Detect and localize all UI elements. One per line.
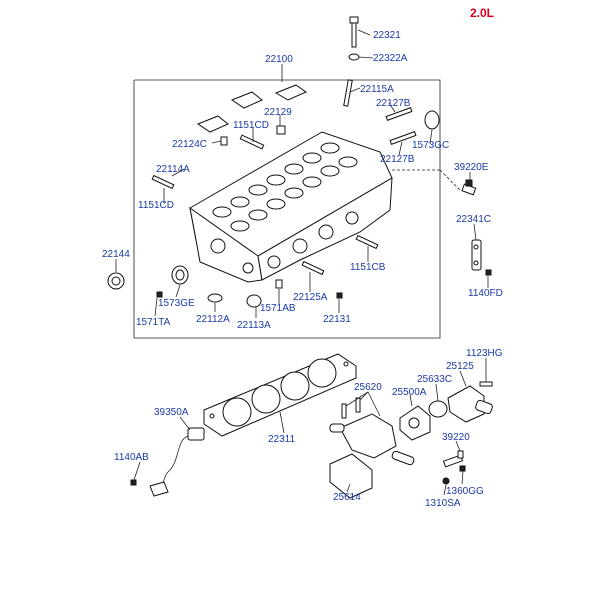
callout-22144: 22144 — [102, 249, 130, 260]
callout-22322a: 22322A — [373, 53, 408, 64]
callout-22112a: 22112A — [196, 314, 230, 325]
callout-22321: 22321 — [373, 30, 401, 41]
callout-25125: 25125 — [446, 361, 474, 372]
callout-25633c: 25633C — [417, 374, 452, 385]
bolt-22131 — [336, 292, 343, 299]
callout-1360gg: 1360GG — [446, 486, 484, 497]
callout-1151cb: 1151CB — [350, 262, 386, 273]
callout-1571ab: 1571AB — [260, 303, 296, 314]
callout-22100: 22100 — [265, 54, 293, 65]
hanger-bolt — [485, 269, 492, 276]
seal-22113a — [246, 294, 262, 308]
callout-25500a: 25500A — [392, 387, 427, 398]
callout-1151cd-lower: 1151CD — [138, 200, 174, 211]
seal-22112a — [207, 293, 223, 303]
callout-1573gc: 1573GC — [412, 140, 449, 151]
callout-1310sa: 1310SA — [425, 498, 461, 509]
callout-1571ta: 1571TA — [136, 317, 171, 328]
coolant-temp-sensor — [442, 450, 464, 468]
callout-1151cd-upper: 1151CD — [233, 120, 269, 131]
bolt-1123hg — [479, 381, 493, 387]
callout-22127b-lower: 22127B — [380, 154, 415, 165]
cylinder-head — [189, 131, 393, 283]
bolt-washer — [348, 53, 360, 61]
expansion-plug — [424, 110, 440, 130]
callout-labels: 22321 22322A 22100 22115A 22127B 22129 1… — [102, 30, 503, 509]
small-nut — [156, 291, 163, 298]
engine-variant-title: 2.0L — [470, 6, 494, 20]
callout-1140fd: 1140FD — [468, 288, 503, 299]
thermostat-housing — [399, 405, 431, 441]
sealing-washer — [442, 477, 450, 485]
callout-22127b-upper: 22127B — [376, 98, 411, 109]
callout-1140ab: 1140AB — [114, 452, 149, 463]
callout-22114a: 22114A — [156, 164, 190, 175]
callout-22125a: 22125A — [293, 292, 328, 303]
callout-39220: 39220 — [442, 432, 470, 443]
callout-22129: 22129 — [264, 107, 292, 118]
bushing — [276, 125, 286, 135]
sensor-bolt — [130, 479, 137, 486]
callout-22311: 22311 — [268, 434, 296, 445]
outlet-gasket — [329, 453, 373, 499]
assembly-outline — [133, 79, 441, 339]
callout-39220e: 39220E — [454, 162, 489, 173]
dowel-pins — [151, 79, 417, 276]
cam-bearing-caps — [196, 84, 308, 133]
cam-position-sensor — [149, 427, 205, 497]
callout-1573ge: 1573GE — [158, 298, 195, 309]
engine-hanger — [471, 239, 482, 271]
water-inlet-fitting — [447, 385, 493, 423]
callout-25614: 25614 — [333, 492, 361, 503]
head-bolt — [349, 16, 359, 48]
callout-39350a: 39350A — [154, 407, 189, 418]
leader-lines — [115, 29, 489, 496]
small-bolt-1360gg — [459, 465, 466, 472]
head-gasket — [203, 353, 357, 437]
callout-22124c: 22124C — [172, 139, 207, 150]
temp-sensor — [461, 179, 477, 196]
callout-1123hg: 1123HG — [466, 348, 503, 359]
callout-25620: 25620 — [354, 382, 382, 393]
callout-22341c: 22341C — [456, 214, 491, 225]
thermostat-gasket — [428, 400, 448, 418]
callout-22131: 22131 — [323, 314, 351, 325]
water-outlet-fitting — [329, 397, 415, 466]
plug-1571ab — [275, 279, 283, 289]
callout-22113a: 22113A — [237, 320, 271, 331]
callout-22115a: 22115A — [360, 84, 394, 95]
